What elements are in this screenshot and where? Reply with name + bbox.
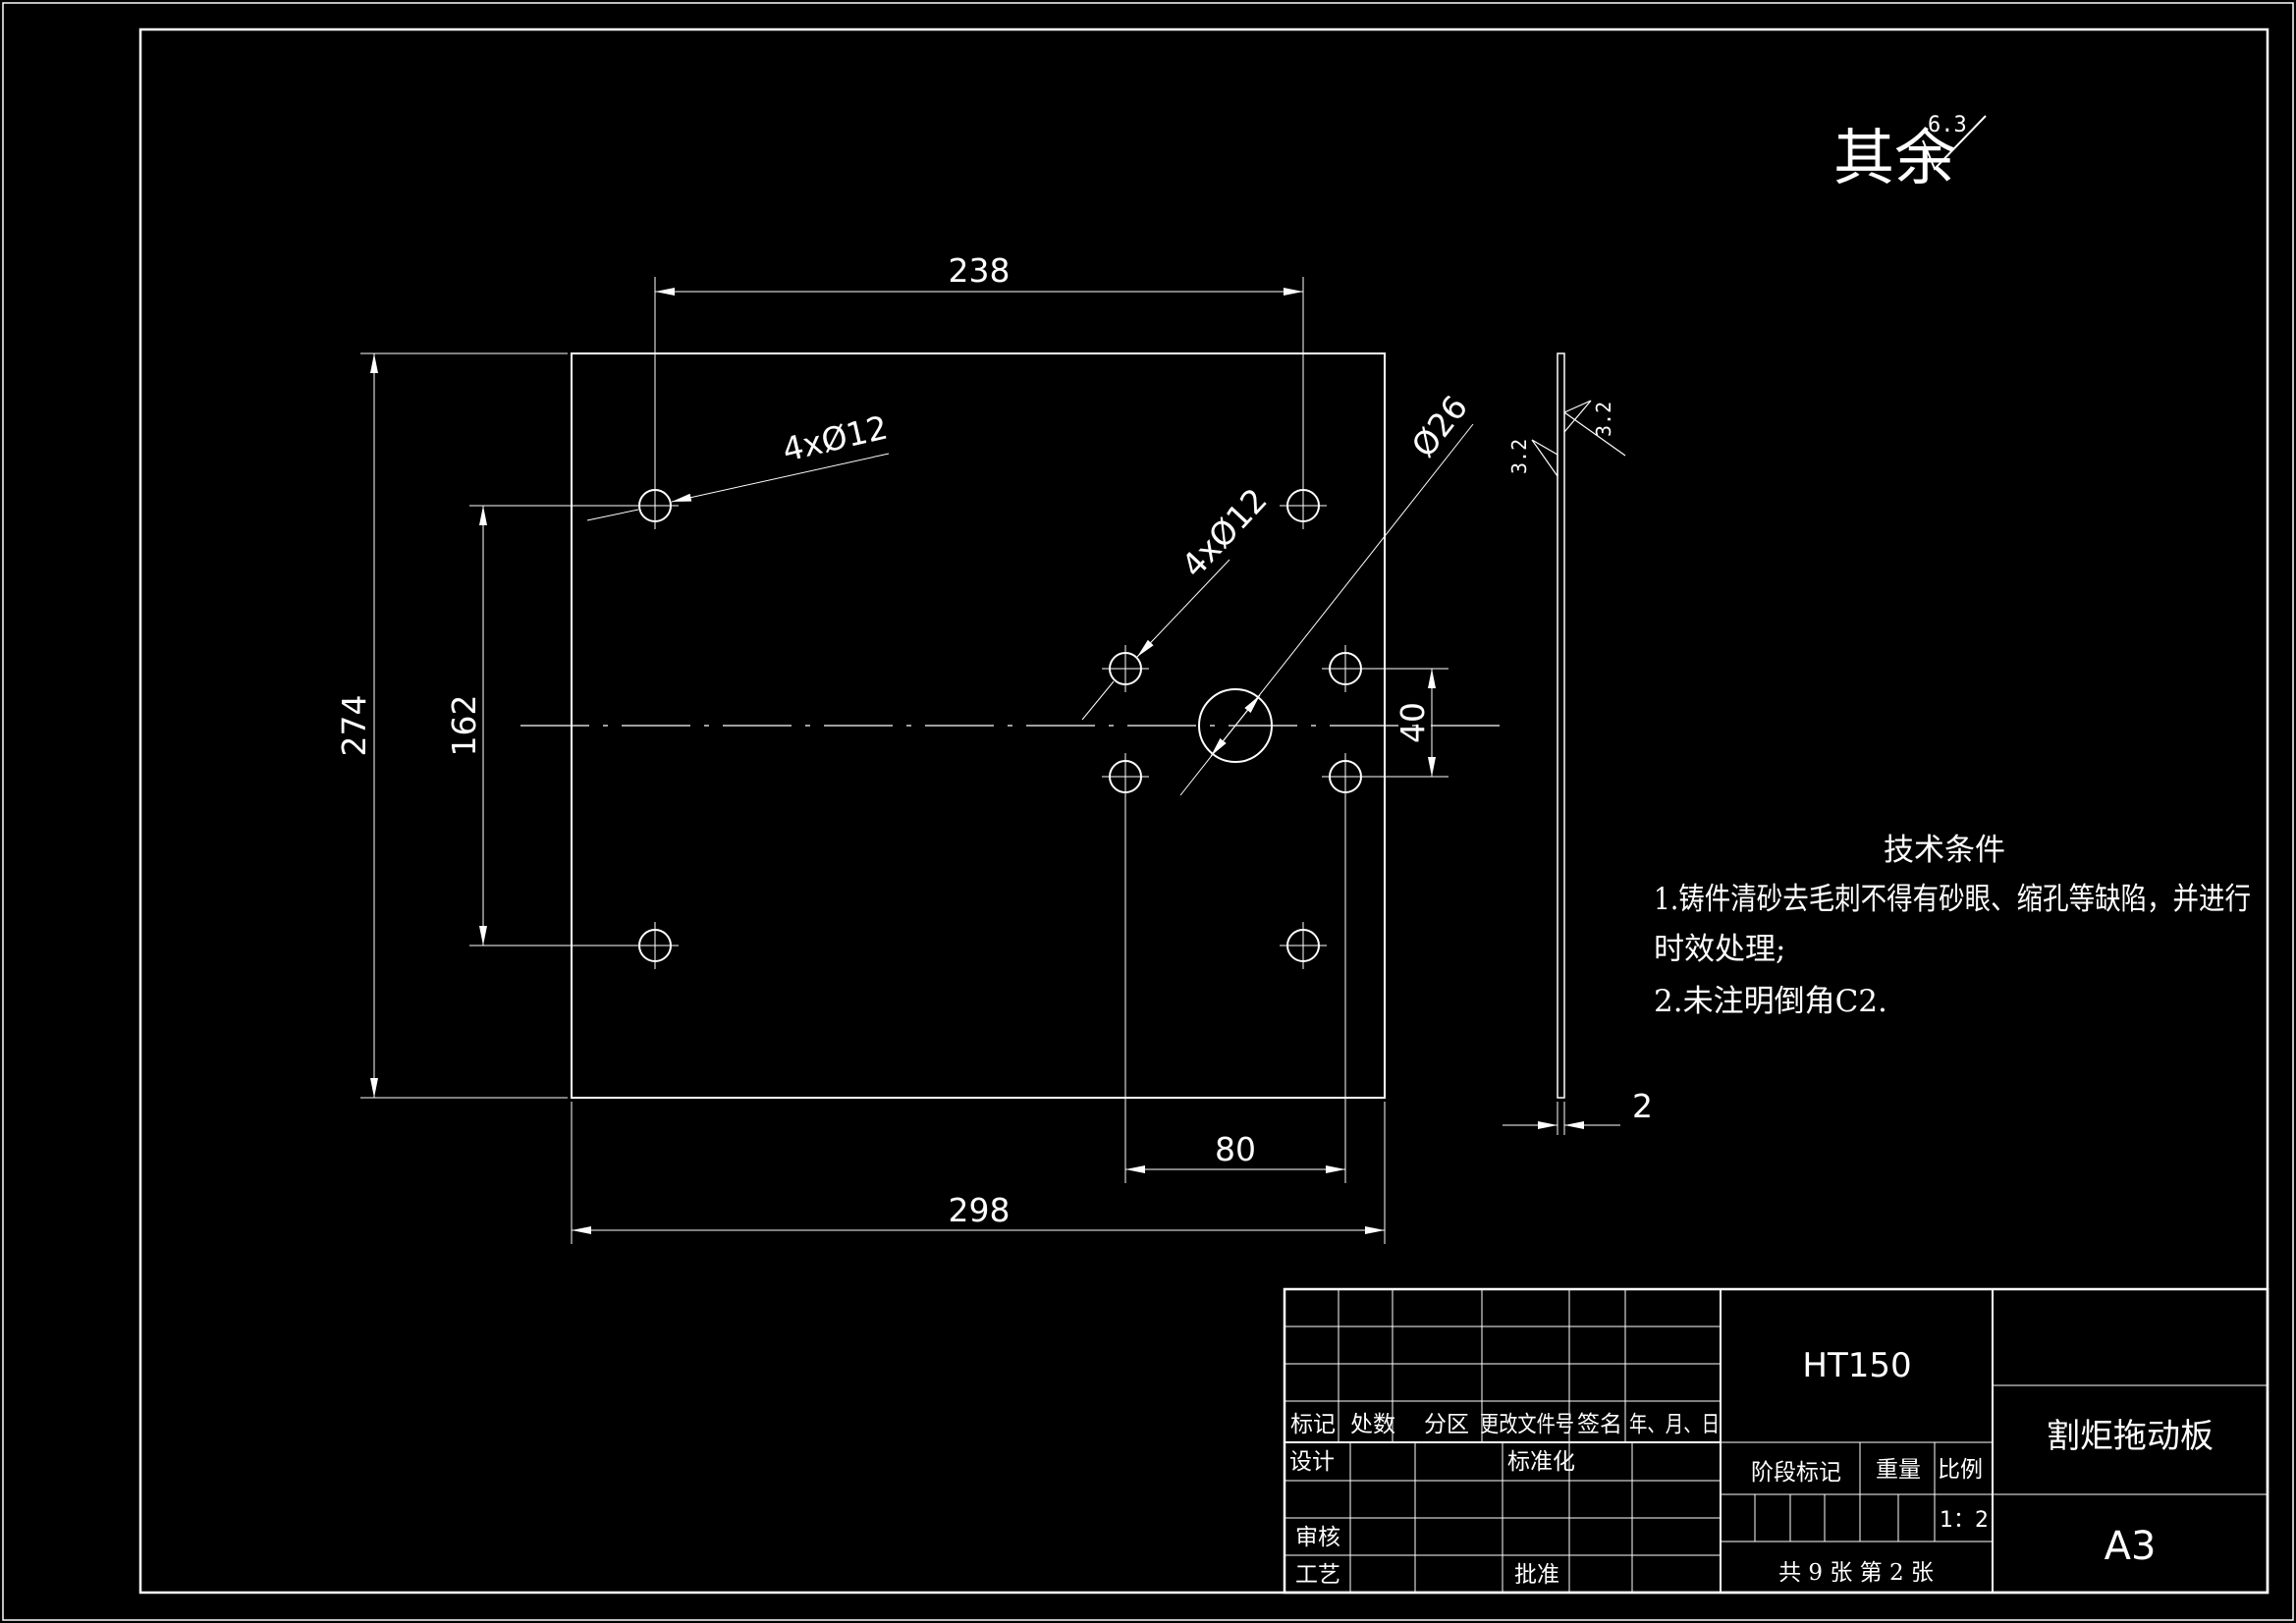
sheet-format: A3 — [2105, 1524, 2157, 1569]
dimension-label: 162 — [445, 695, 483, 757]
side-view-outline — [1557, 352, 1565, 1099]
plate-front-view — [520, 352, 1503, 1099]
header-count: 处数 — [1350, 1412, 1395, 1437]
tech-title: 技术条件 — [1884, 833, 2005, 868]
header-mark: 标记 — [1290, 1412, 1336, 1437]
surface-finish-value: 6.3 — [1928, 113, 1967, 137]
hole-callout: 4xØ12 — [1174, 481, 1275, 585]
dimension-298: 298 — [571, 1102, 1386, 1244]
center-hole — [1322, 645, 1369, 692]
technical-requirements: 技术条件 1.铸件清砂去毛刺不得有砂眼、缩孔等缺陷，并进行 时效处理; 2.未注… — [1654, 833, 2251, 1019]
center-hole — [1102, 753, 1149, 800]
inner-frame — [138, 27, 2269, 1595]
leader-center-holes: 4xØ12 — [1081, 481, 1275, 721]
scale-value: 1：2 — [1940, 1508, 1989, 1533]
dimension-label: 40 — [1394, 702, 1432, 743]
dimension-40: 40 — [1363, 668, 1449, 778]
dimension-274: 274 — [335, 352, 568, 1099]
roughness-symbol-left: 3.2 — [1507, 439, 1558, 478]
corner-hole — [1280, 922, 1327, 969]
tech-line: 1.铸件清砂去毛刺不得有砂眼、缩孔等缺陷，并进行 — [1654, 882, 2251, 917]
surface-finish-note: 其余 6.3 — [1833, 113, 1987, 193]
roughness-value: 3.2 — [1507, 439, 1531, 474]
dimension-label: 274 — [335, 695, 373, 757]
hole-callout: 4xØ12 — [779, 407, 891, 468]
surface-finish-label: 其余 — [1833, 122, 1955, 193]
dimension-238: 238 — [654, 251, 1304, 486]
part-name: 割炬拖动板 — [2047, 1417, 2214, 1456]
dimension-label: 80 — [1215, 1130, 1256, 1168]
dimension-label: 238 — [949, 251, 1011, 290]
header-review: 审核 — [1295, 1525, 1340, 1550]
header-change-doc: 更改文件号 — [1480, 1412, 1574, 1437]
center-bore — [1198, 688, 1273, 763]
header-date: 年、月、日 — [1629, 1412, 1720, 1437]
header-stage-mark: 阶段标记 — [1751, 1460, 1841, 1486]
corner-hole — [631, 922, 679, 969]
roughness-symbol — [1922, 115, 1987, 171]
dimension-80: 80 — [1124, 795, 1346, 1183]
dimension-162: 162 — [445, 505, 638, 947]
roughness-value: 3.2 — [1592, 402, 1615, 437]
header-signature: 签名 — [1577, 1412, 1622, 1437]
bore-callout: Ø26 — [1404, 388, 1476, 464]
tech-line: 2.未注明倒角C2. — [1654, 984, 1887, 1019]
header-standardize: 标准化 — [1507, 1449, 1575, 1475]
sheet-count: 共 9 张 第 2 张 — [1778, 1560, 1934, 1586]
center-hole — [1322, 753, 1369, 800]
header-design: 设计 — [1289, 1449, 1335, 1475]
header-weight: 重量 — [1876, 1457, 1921, 1483]
header-process: 工艺 — [1295, 1562, 1340, 1588]
header-approve: 批准 — [1514, 1562, 1559, 1588]
center-hole — [1102, 645, 1149, 692]
plate-side-view: 2 3.2 3.2 — [1503, 352, 1653, 1135]
title-block-text: 标记 处数 分区 更改文件号 签名 年、月、日 设计 标准化 审核 工艺 批准 … — [1289, 1346, 2214, 1588]
dimension-label: 298 — [949, 1191, 1011, 1229]
corner-hole — [1280, 482, 1327, 529]
title-block — [1283, 1287, 2269, 1595]
leader-corner-holes: 4xØ12 — [586, 407, 892, 521]
roughness-symbol-right: 3.2 — [1563, 400, 1626, 457]
material: HT150 — [1802, 1346, 1911, 1385]
tech-line: 时效处理; — [1654, 932, 1785, 967]
header-zone: 分区 — [1424, 1412, 1469, 1437]
corner-hole — [631, 482, 679, 529]
header-scale: 比例 — [1938, 1457, 1983, 1483]
thickness-label: 2 — [1632, 1087, 1653, 1125]
